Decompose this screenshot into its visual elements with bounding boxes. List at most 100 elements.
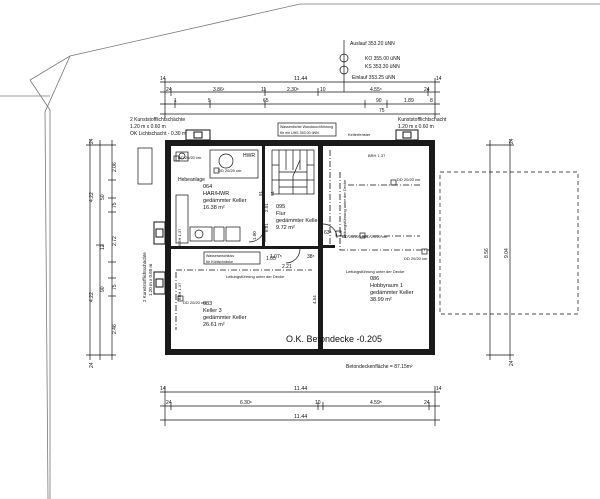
dim-top-r2-5: 4.55⁶ [370,87,382,93]
dim-right-3: 24 [509,360,515,366]
dim-left-7: 75 [112,284,118,290]
note-conduit-1: Leitungsführung unter der Decke [226,274,285,279]
brh-label-2: BRH 1.37 [177,228,182,246]
dim-top-r2-1: 3.86¹ [213,87,225,93]
note-shaft-left-1: 2 Kunststofflichtschächte [130,117,185,123]
svg-text:Hobbyraum 1: Hobbyraum 1 [370,283,403,289]
dim-left-5: 4.22 [89,292,95,302]
note-conduit-2: Leitungsführung unter der Decke [342,179,347,238]
room-label-086: 086 Hobbyraum 1 gedämmter Keller 38.99 m… [370,276,414,303]
light-shafts [153,129,419,295]
dim-top-r3-3: 90 [376,98,382,104]
dd-label-6: DD 20/20 cm [218,168,242,173]
appliances [175,151,241,244]
dim-top-r3-1: 5 [208,98,211,104]
note-waterproof-1: Wasserdichte Wanddurchführung [280,125,333,129]
dim-right-2: 24 [509,138,515,144]
level-einlauf: Einlauf 353.25 üNN [352,75,396,81]
door-dim-1: 2.21 [282,264,292,270]
dim-right-1: 9.04 [504,248,510,258]
water-connection-box [203,251,261,265]
level-notes: Auslauf 353.20 üNN KO 355.00 üNN KS 353.… [339,40,401,92]
dim-top-r2-2: 11 [261,87,266,93]
note-betondecke: O.K. Betondecke -0.205 [286,334,382,344]
conduit-routes [175,150,430,330]
dim-left-11: 24 [89,362,95,368]
svg-text:gedämmter Keller: gedämmter Keller [276,218,320,224]
note-waterproof-2: für ein UHS 353.00 üNN [280,131,319,135]
svg-text:Keller 3: Keller 3 [203,308,222,314]
dim-left-9: 12 [100,244,106,250]
svg-text:gedämmter Keller: gedämmter Keller [370,290,414,296]
door-dim-8: 6.01 [264,223,269,232]
dim-bottom-overall-b: 11.44 [294,414,307,420]
dim-end-right: 14 [436,76,442,82]
note-shaft-right-2: 1.20 m x 0.60 m [398,124,434,130]
door-dim-10: 91 [270,190,275,196]
note-kellerfenster: Kellerfenster [348,132,371,137]
note-conduit-3: Leitungsführung unter der Decke [346,269,405,274]
ceiling-openings [173,155,428,302]
svg-text:38.99 m²: 38.99 m² [370,297,392,303]
dimensions-left: 2.06 4.22 75 50 2.72 4.22 2.46 75 90 12 … [86,138,118,368]
note-shaft-left-3: OK Lichtschacht - 0.30 m [130,131,186,137]
dim-top-r3-0: 1 [174,98,177,104]
dim-bottom-end-right: 14 [436,386,442,392]
door-dim-3: 38⁵ [307,254,315,260]
svg-text:gedämmter Keller: gedämmter Keller [203,198,247,204]
dim-bottom-overall-a: 11.44 [294,386,307,392]
door-dim-4: 63⁵ [324,230,332,236]
dim-top-r3-6: 8 [430,98,433,104]
svg-text:16.38 m²: 16.38 m² [203,205,225,211]
dim-left-4: 2.72 [112,236,118,246]
dim-left-0: 2.06 [112,162,118,172]
dim-left-6: 2.46 [112,324,118,334]
svg-text:086: 086 [370,276,379,282]
left-info-box [137,147,153,185]
dim-top-overall: 11.44 [294,76,307,82]
dd-label-1: DD 20/20 cm [364,234,388,239]
dim-bottom-r2-1: 6.30⁶ [240,400,252,406]
level-auslauf: Auslauf 353.20 üNN [350,41,395,47]
dd-label-3: DD 20/20 cm [183,300,207,305]
dimensions-right: 8.56 9.04 24 24 [484,138,515,366]
note-water-1: Wasseranschluss [206,254,234,258]
door-dim-9: 91 [258,190,263,196]
svg-text:gedämmter Keller: gedämmter Keller [203,315,247,321]
dim-top-r2-3: 2.30⁶ [287,87,299,93]
door-dim-7: 4.54 [312,295,317,304]
svg-text:083: 083 [203,301,212,307]
room-label-095: 095 Flur gedämmter Keller 9.72 m² [276,204,320,231]
dim-top-r3-b: 75 [379,108,385,114]
note-shaft-left-2: 1.20 m x 0.60 m [130,124,166,130]
door-swings [248,223,338,264]
dd-label-5: DD 20/20 cm [342,234,366,239]
dim-bottom-end-left: 14 [160,386,166,392]
door-dim-6: 2.01 [264,203,269,212]
dim-bottom-r2-2: 10 [315,400,321,406]
dim-left-3: 50 [100,194,106,200]
door-dim-2: 1.07⁵ [270,254,282,260]
svg-text:9.72 m²: 9.72 m² [276,225,295,231]
dim-bottom-r2-0: 24 [166,400,172,406]
dimensions-bottom: 14 14 11.44 24 6.30⁶ 10 4.59⁵ 24 11.44 [160,386,442,426]
svg-text:HAR/HWR: HAR/HWR [203,191,229,197]
note-water-2: für Kühlschränke [206,260,233,264]
level-ks: KS 353.30 üNN [365,64,400,70]
note-hwr: HWR [243,153,255,159]
dim-top-r3-5: 1.89 [404,98,414,104]
svg-text:Flur: Flur [276,211,286,217]
dim-left-1: 4.22 [89,192,95,202]
hwr-box [209,149,259,179]
staircase [271,149,315,195]
dd-label-2: DD 20/20 cm [404,256,428,261]
dim-left-2: 75 [112,202,118,208]
dd-label-0: DD 20/20 cm [397,177,421,182]
dim-bottom-r2-4: 24 [424,400,430,406]
door-dim-0: 1.05 [266,256,276,262]
dimensions-top: 14 14 11.44 24 3.86¹ 11 2.30⁶ 10 4.55⁶ 2… [160,76,442,118]
tank-symbol [218,153,234,169]
brh-label-0: BRH 1.37 [368,153,386,158]
dd-label-4: DD 20/20 cm [178,155,202,160]
